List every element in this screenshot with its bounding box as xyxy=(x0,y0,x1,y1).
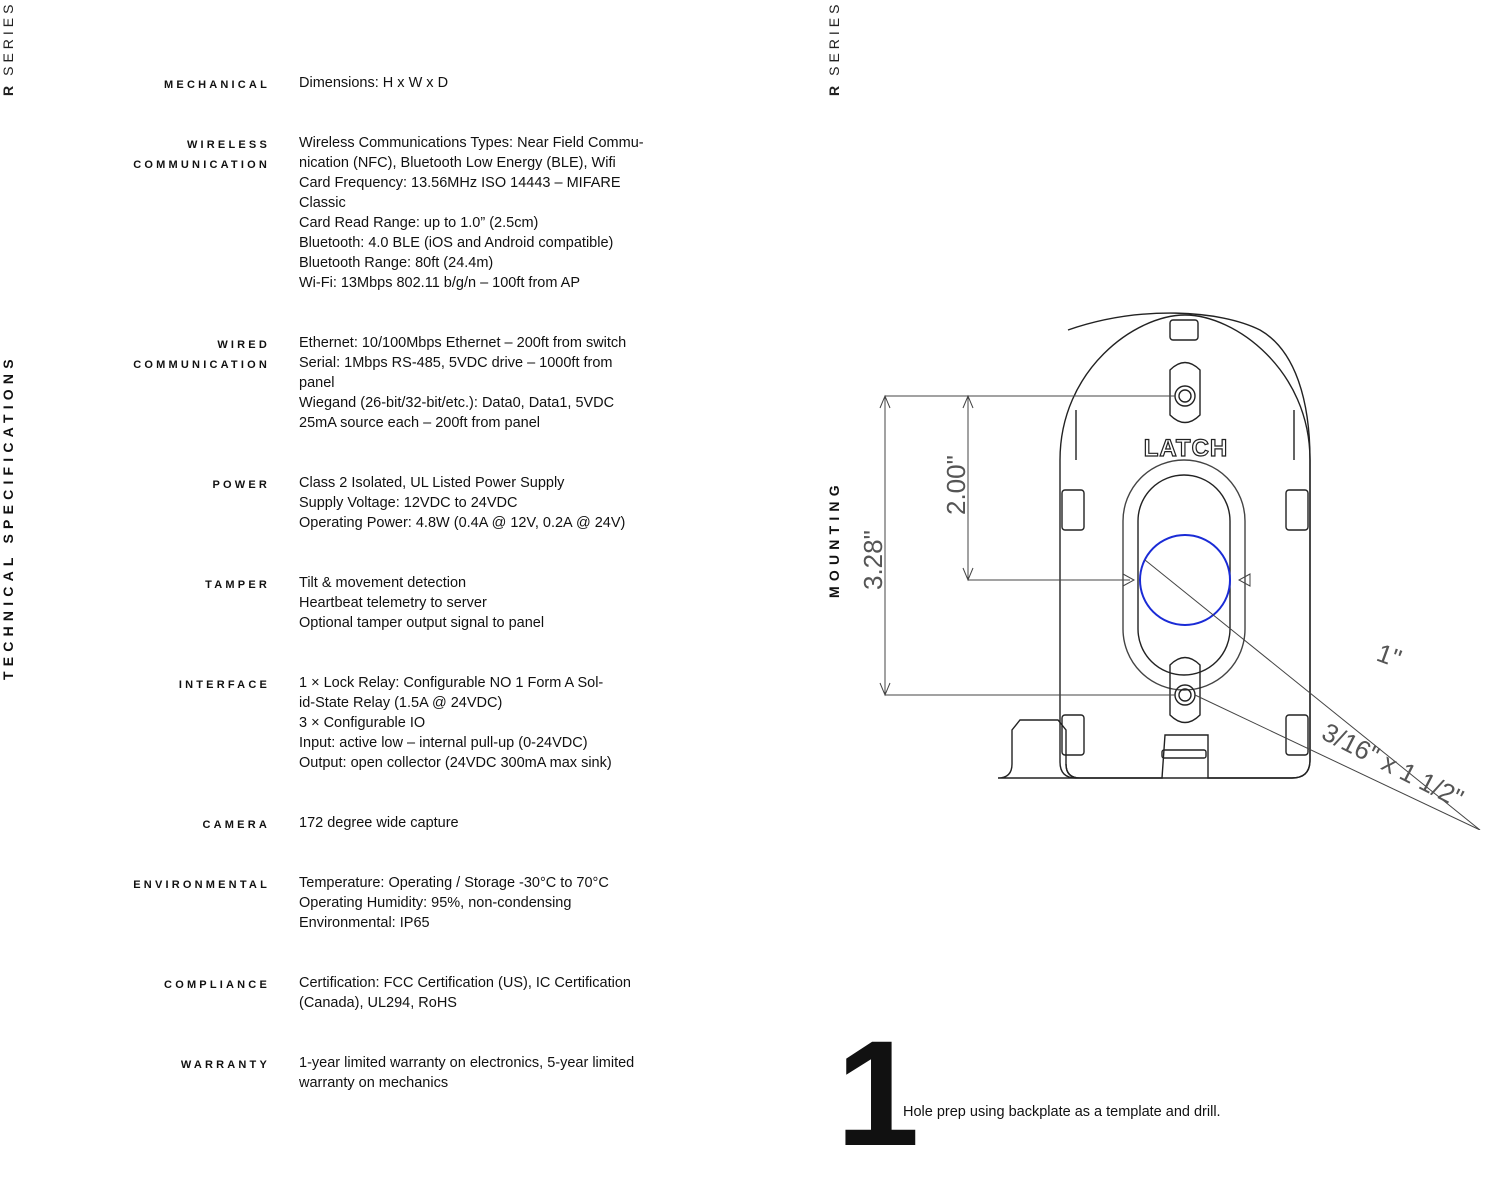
spec-label: INTERFACE xyxy=(30,675,270,695)
dimension-1-inch: 1" xyxy=(1373,637,1406,673)
spec-value: 1-year limited warranty on electronics, … xyxy=(299,1053,684,1093)
spec-label-line: INTERFACE xyxy=(178,679,270,691)
spec-label-line: TAMPER xyxy=(205,579,270,591)
spec-value-line: Environmental: IP65 xyxy=(299,915,430,931)
spec-value: Class 2 Isolated, UL Listed Power Supply… xyxy=(299,473,684,533)
spec-label-line: WIRELESS xyxy=(186,139,270,151)
spec-label-line: POWER xyxy=(212,479,270,491)
screw-hole-bottom xyxy=(1174,684,1196,706)
spec-label-line: COMMUNICATION xyxy=(133,159,270,171)
spec-value-line: panel xyxy=(299,375,335,391)
step-instruction: Hole prep using backplate as a template … xyxy=(903,1104,1221,1120)
series-word-right: SERIES xyxy=(826,0,842,76)
spec-value-line: Heartbeat telemetry to server xyxy=(299,595,487,611)
spec-value-line: Supply Voltage: 12VDC to 24VDC xyxy=(299,495,518,511)
spec-value-line: Bluetooth: 4.0 BLE (iOS and Android comp… xyxy=(299,235,614,251)
spec-label-line: COMMUNICATION xyxy=(133,359,270,371)
dimension-screw-size: 3/16" x 1 1/2" xyxy=(1317,717,1468,814)
spec-value: Wireless Communications Types: Near Fiel… xyxy=(299,133,684,293)
side-title-specifications: TECHNICAL SPECIFICATIONS xyxy=(0,354,16,680)
spec-value-line: Wireless Communications Types: Near Fiel… xyxy=(299,135,644,151)
spec-label-line: WIRED xyxy=(217,339,270,351)
spec-value-line: Class 2 Isolated, UL Listed Power Supply xyxy=(299,475,565,491)
spec-label: TAMPER xyxy=(30,575,270,595)
spec-value-line: 172 degree wide capture xyxy=(299,815,459,831)
spec-value-line: 25mA source each – 200ft from panel xyxy=(299,415,541,431)
series-label-right: R SERIES xyxy=(826,1,842,96)
spec-value-line: Card Read Range: up to 1.0” (2.5cm) xyxy=(299,215,539,231)
spec-value-line: 3 × Configurable IO xyxy=(299,715,426,731)
spec-value: Certification: FCC Certification (US), I… xyxy=(299,973,684,1013)
spec-value-line: id-State Relay (1.5A @ 24VDC) xyxy=(299,695,503,711)
spec-value-line: Wi-Fi: 13Mbps 802.11 b/g/n – 100ft from … xyxy=(299,275,581,291)
series-letter-left: R xyxy=(0,81,16,96)
spec-value-line: Tilt & movement detection xyxy=(299,575,467,591)
spec-value-line: 1 × Lock Relay: Configurable NO 1 Form A… xyxy=(299,675,604,691)
spec-label: WIRED COMMUNICATION xyxy=(30,335,270,375)
dimension-2-00: 2.00" xyxy=(941,455,971,515)
spec-value-line: (Canada), UL294, RoHS xyxy=(299,995,457,1011)
spec-label-line: CAMERA xyxy=(202,819,270,831)
spec-label: COMPLIANCE xyxy=(30,975,270,995)
spec-value-line: Input: active low – internal pull-up (0-… xyxy=(299,735,588,751)
spec-value-line: Operating Humidity: 95%, non-condensing xyxy=(299,895,572,911)
spec-label-line: WARRANTY xyxy=(180,1059,270,1071)
spec-value-line: Classic xyxy=(299,195,346,211)
drill-hole-circle xyxy=(1139,534,1231,626)
series-label-left: R SERIES xyxy=(0,1,16,96)
spec-label: WIRELESS COMMUNICATION xyxy=(30,135,270,175)
spec-value-line: warranty on mechanics xyxy=(299,1075,449,1091)
dimension-3-28: 3.28" xyxy=(858,530,888,590)
spec-label: POWER xyxy=(30,475,270,495)
step-number: 1 xyxy=(836,1009,919,1177)
spec-label: CAMERA xyxy=(30,815,270,835)
latch-logo: LATCH xyxy=(1144,435,1229,462)
spec-value-line: Serial: 1Mbps RS-485, 5VDC drive – 1000f… xyxy=(299,355,613,371)
spec-label: MECHANICAL xyxy=(30,75,270,95)
spec-value-line: nication (NFC), Bluetooth Low Energy (BL… xyxy=(299,155,616,171)
spec-label: ENVIRONMENTAL xyxy=(30,875,270,895)
spec-value: 1 × Lock Relay: Configurable NO 1 Form A… xyxy=(299,673,684,773)
spec-value-line: Bluetooth Range: 80ft (24.4m) xyxy=(299,255,494,271)
screw-hole-top xyxy=(1174,385,1196,407)
spec-value: 172 degree wide capture xyxy=(299,813,684,833)
spec-value-line: Certification: FCC Certification (US), I… xyxy=(299,975,631,991)
spec-value-line: Temperature: Operating / Storage -30°C t… xyxy=(299,875,609,891)
spec-value-line: Optional tamper output signal to panel xyxy=(299,615,545,631)
spec-value-line: Ethernet: 10/100Mbps Ethernet – 200ft fr… xyxy=(299,335,627,351)
spec-label: WARRANTY xyxy=(30,1055,270,1075)
spec-label-line: COMPLIANCE xyxy=(164,979,270,991)
spec-value: Dimensions: H x W x D xyxy=(299,73,684,93)
spec-value-line: Dimensions: H x W x D xyxy=(299,75,449,91)
spec-value-line: Output: open collector (24VDC 300mA max … xyxy=(299,755,612,771)
center-slot xyxy=(1137,474,1231,676)
series-letter-right: R xyxy=(826,81,842,96)
spec-value: Temperature: Operating / Storage -30°C t… xyxy=(299,873,684,933)
spec-value-line: 1-year limited warranty on electronics, … xyxy=(299,1055,635,1071)
spec-label-line: MECHANICAL xyxy=(164,79,270,91)
spec-value-line: Operating Power: 4.8W (0.4A @ 12V, 0.2A … xyxy=(299,515,626,531)
backplate-drawing: LATCH 3.28" 2.00" 1" 3/16" x 1 1/2" xyxy=(858,312,1481,830)
backplate-outline xyxy=(997,312,1311,779)
spec-value-line: Card Frequency: 13.56MHz ISO 14443 – MIF… xyxy=(299,175,621,191)
spec-value: Ethernet: 10/100Mbps Ethernet – 200ft fr… xyxy=(299,333,684,433)
series-word-left: SERIES xyxy=(0,0,16,76)
spec-label-line: ENVIRONMENTAL xyxy=(133,879,270,891)
spec-value-line: Wiegand (26-bit/32-bit/etc.): Data0, Dat… xyxy=(299,395,615,411)
